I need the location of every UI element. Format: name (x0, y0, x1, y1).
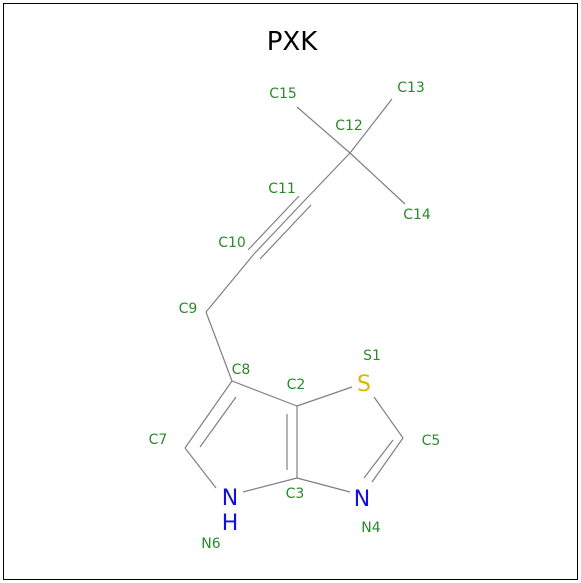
sulfur-symbol: S (357, 372, 371, 397)
bond-c9-c8 (205, 311, 233, 382)
bond-n6-c3 (242, 477, 298, 493)
atom-label-c13: C13 (397, 80, 425, 96)
bond-c8-c2 (231, 380, 298, 407)
diagram-frame (3, 3, 578, 580)
bond-c11-c10-a (253, 199, 306, 255)
nitrogen-n6-symbol: N (222, 486, 238, 511)
atom-label-n6: N6 (201, 536, 220, 552)
bond-c7-n6 (184, 447, 217, 489)
bond-c12-c14 (349, 152, 406, 205)
bond-c10-c9 (205, 253, 255, 313)
bond-c11-c10-b (247, 195, 300, 251)
nitrogen-n4-symbol: N (354, 487, 370, 512)
atom-label-c11: C11 (268, 181, 296, 197)
bond-c3-n4 (296, 477, 351, 493)
bond-c12-c11 (304, 152, 351, 201)
molecule-title: PXK (267, 27, 318, 57)
atom-label-c3: C3 (286, 486, 305, 502)
atom-label-c10: C10 (218, 235, 246, 251)
atom-label-s1: S1 (363, 348, 381, 364)
bond-s1-c5 (373, 396, 404, 439)
bond-c8-c7 (184, 380, 233, 449)
atom-label-c5: C5 (422, 433, 441, 449)
bond-c2-s1 (296, 386, 353, 407)
bonds (184, 98, 406, 493)
atom-label-c9: C9 (179, 301, 198, 317)
bond-c5-n4-inner (363, 439, 394, 479)
atom-labels: S1 C2 C3 N4 C5 N6 C7 C8 C9 C10 C11 C12 C… (149, 80, 441, 552)
atom-label-c7: C7 (149, 432, 168, 448)
bond-c12-c13 (349, 98, 393, 154)
hydrogen-n6-symbol: H (222, 511, 239, 536)
atom-label-c12: C12 (335, 118, 363, 134)
atom-label-n4: N4 (361, 520, 380, 536)
atom-label-c15: C15 (269, 86, 297, 102)
atom-label-c8: C8 (232, 362, 251, 378)
bond-c11-c10-c (259, 204, 312, 260)
bond-c12-c15 (296, 106, 351, 154)
bond-c5-n4 (371, 437, 404, 483)
atom-label-c2: C2 (287, 377, 306, 393)
bond-c8-c7-inner (199, 396, 237, 448)
atom-label-c14: C14 (403, 207, 431, 223)
